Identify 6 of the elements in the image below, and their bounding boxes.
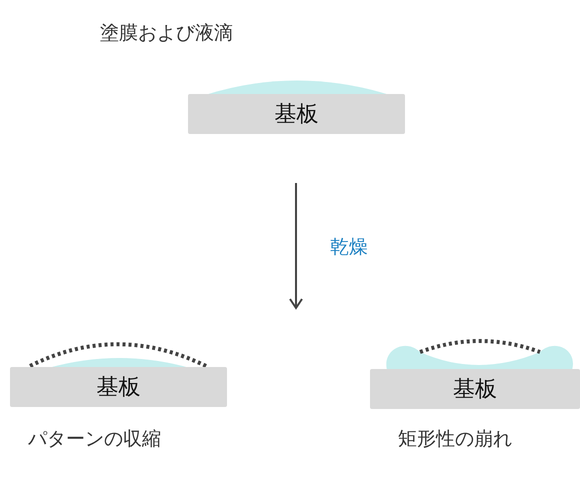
substrate-box: 基板 bbox=[10, 367, 227, 407]
substrate-box: 基板 bbox=[188, 94, 405, 134]
caption: パターンの収縮 bbox=[28, 427, 161, 452]
caption: 矩形性の崩れ bbox=[398, 427, 512, 452]
caption: 塗膜および液滴 bbox=[100, 21, 233, 46]
substrate-box: 基板 bbox=[370, 369, 580, 409]
